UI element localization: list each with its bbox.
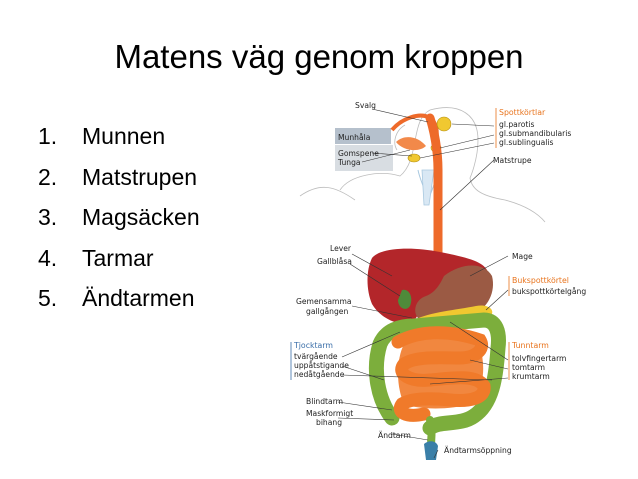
body-outline <box>299 186 356 201</box>
label-gl-sublingualis: gl.sublingualis <box>499 138 553 147</box>
label-gallblasa: Gallblåsa <box>317 257 352 266</box>
label-mage: Mage <box>512 252 533 261</box>
label-bukspottkortel: Bukspottkörtel <box>512 276 569 285</box>
list-number: 4. <box>38 244 58 271</box>
list-number: 1. <box>38 123 58 149</box>
label-munhala: Munhåla <box>338 133 370 142</box>
digestive-system-diagram: Svalg Munhåla Gomspene Tunga Spottkörtla… <box>290 101 586 460</box>
list-item: 3. Magsäcken <box>38 197 200 238</box>
tongue <box>396 137 426 151</box>
label-tomtarm: tomtarm <box>512 363 545 372</box>
slide-title: Matens väg genom kroppen <box>114 38 524 75</box>
list-item: 1. Munnen <box>38 116 200 157</box>
gland-parotis <box>436 116 452 132</box>
munhala-highlight <box>335 128 391 144</box>
list-text: Magsäcken <box>82 204 200 230</box>
list-number: 5. <box>38 285 58 311</box>
list-text: Munnen <box>82 123 166 149</box>
large-intestine <box>368 312 506 436</box>
label-tvargaende: tvärgående <box>294 352 338 361</box>
label-nedatgaende: nedåtgående <box>294 370 345 379</box>
label-lever: Lever <box>330 244 352 253</box>
label-tjocktarm: Tjocktarm <box>293 341 333 350</box>
label-tunntarm: Tunntarm <box>511 341 549 350</box>
label-bukspottkortelgang: bukspottkörtelgång <box>512 287 586 296</box>
list-item: 5. Ändtarmen <box>38 278 200 319</box>
label-gallgangen: gallgången <box>306 307 348 316</box>
gomspene-highlight <box>335 145 393 171</box>
label-tunga: Tunga <box>337 158 361 167</box>
list-number: 3. <box>38 204 58 230</box>
list-text: Ändtarmen <box>82 285 195 311</box>
label-gl-submandibularis: gl.submandibularis <box>499 129 571 138</box>
label-maskformigt: Maskformigt <box>306 409 353 418</box>
stomach <box>415 265 494 320</box>
list-number: 2. <box>38 163 58 190</box>
label-spottkortlar: Spottkörtlar <box>499 108 546 117</box>
label-krumtarm: krumtarm <box>512 372 550 381</box>
steps-list: 1. Munnen 2. Matstrupen 3. Magsäcken 4. Tarm… <box>38 116 200 319</box>
label-tolvfingertarm: tolvfingertarm <box>512 354 566 363</box>
label-svalg: Svalg <box>355 101 376 110</box>
label-gomspene: Gomspene <box>338 149 379 158</box>
list-text: Matstrupen <box>82 163 198 190</box>
label-uppatstigande: uppåtstigande <box>294 361 349 370</box>
label-andtarm: Ändtarm <box>378 431 411 440</box>
leader-lines <box>337 108 509 459</box>
body-outline <box>394 124 406 151</box>
label-gemensamma: Gemensamma <box>296 297 352 306</box>
list-text: Tarmar <box>82 244 154 271</box>
gland-sublingualis <box>407 153 421 163</box>
label-bihang: bihang <box>316 418 342 427</box>
label-matstrupe: Matstrupe <box>493 156 532 165</box>
label-andtarmsoppning: Ändtarmsöppning <box>444 446 512 455</box>
list-item: 4. Tarmar <box>38 238 200 279</box>
list-item: 2. Matstrupen <box>38 157 200 198</box>
anus <box>424 441 438 460</box>
small-intestine-fill <box>398 338 484 409</box>
label-gl-parotis: gl.parotis <box>499 120 535 129</box>
body-outline <box>339 107 546 223</box>
liver <box>367 248 488 325</box>
gallbladder <box>398 289 412 309</box>
label-blindtarm: Blindtarm <box>306 397 343 406</box>
trachea <box>421 169 435 206</box>
